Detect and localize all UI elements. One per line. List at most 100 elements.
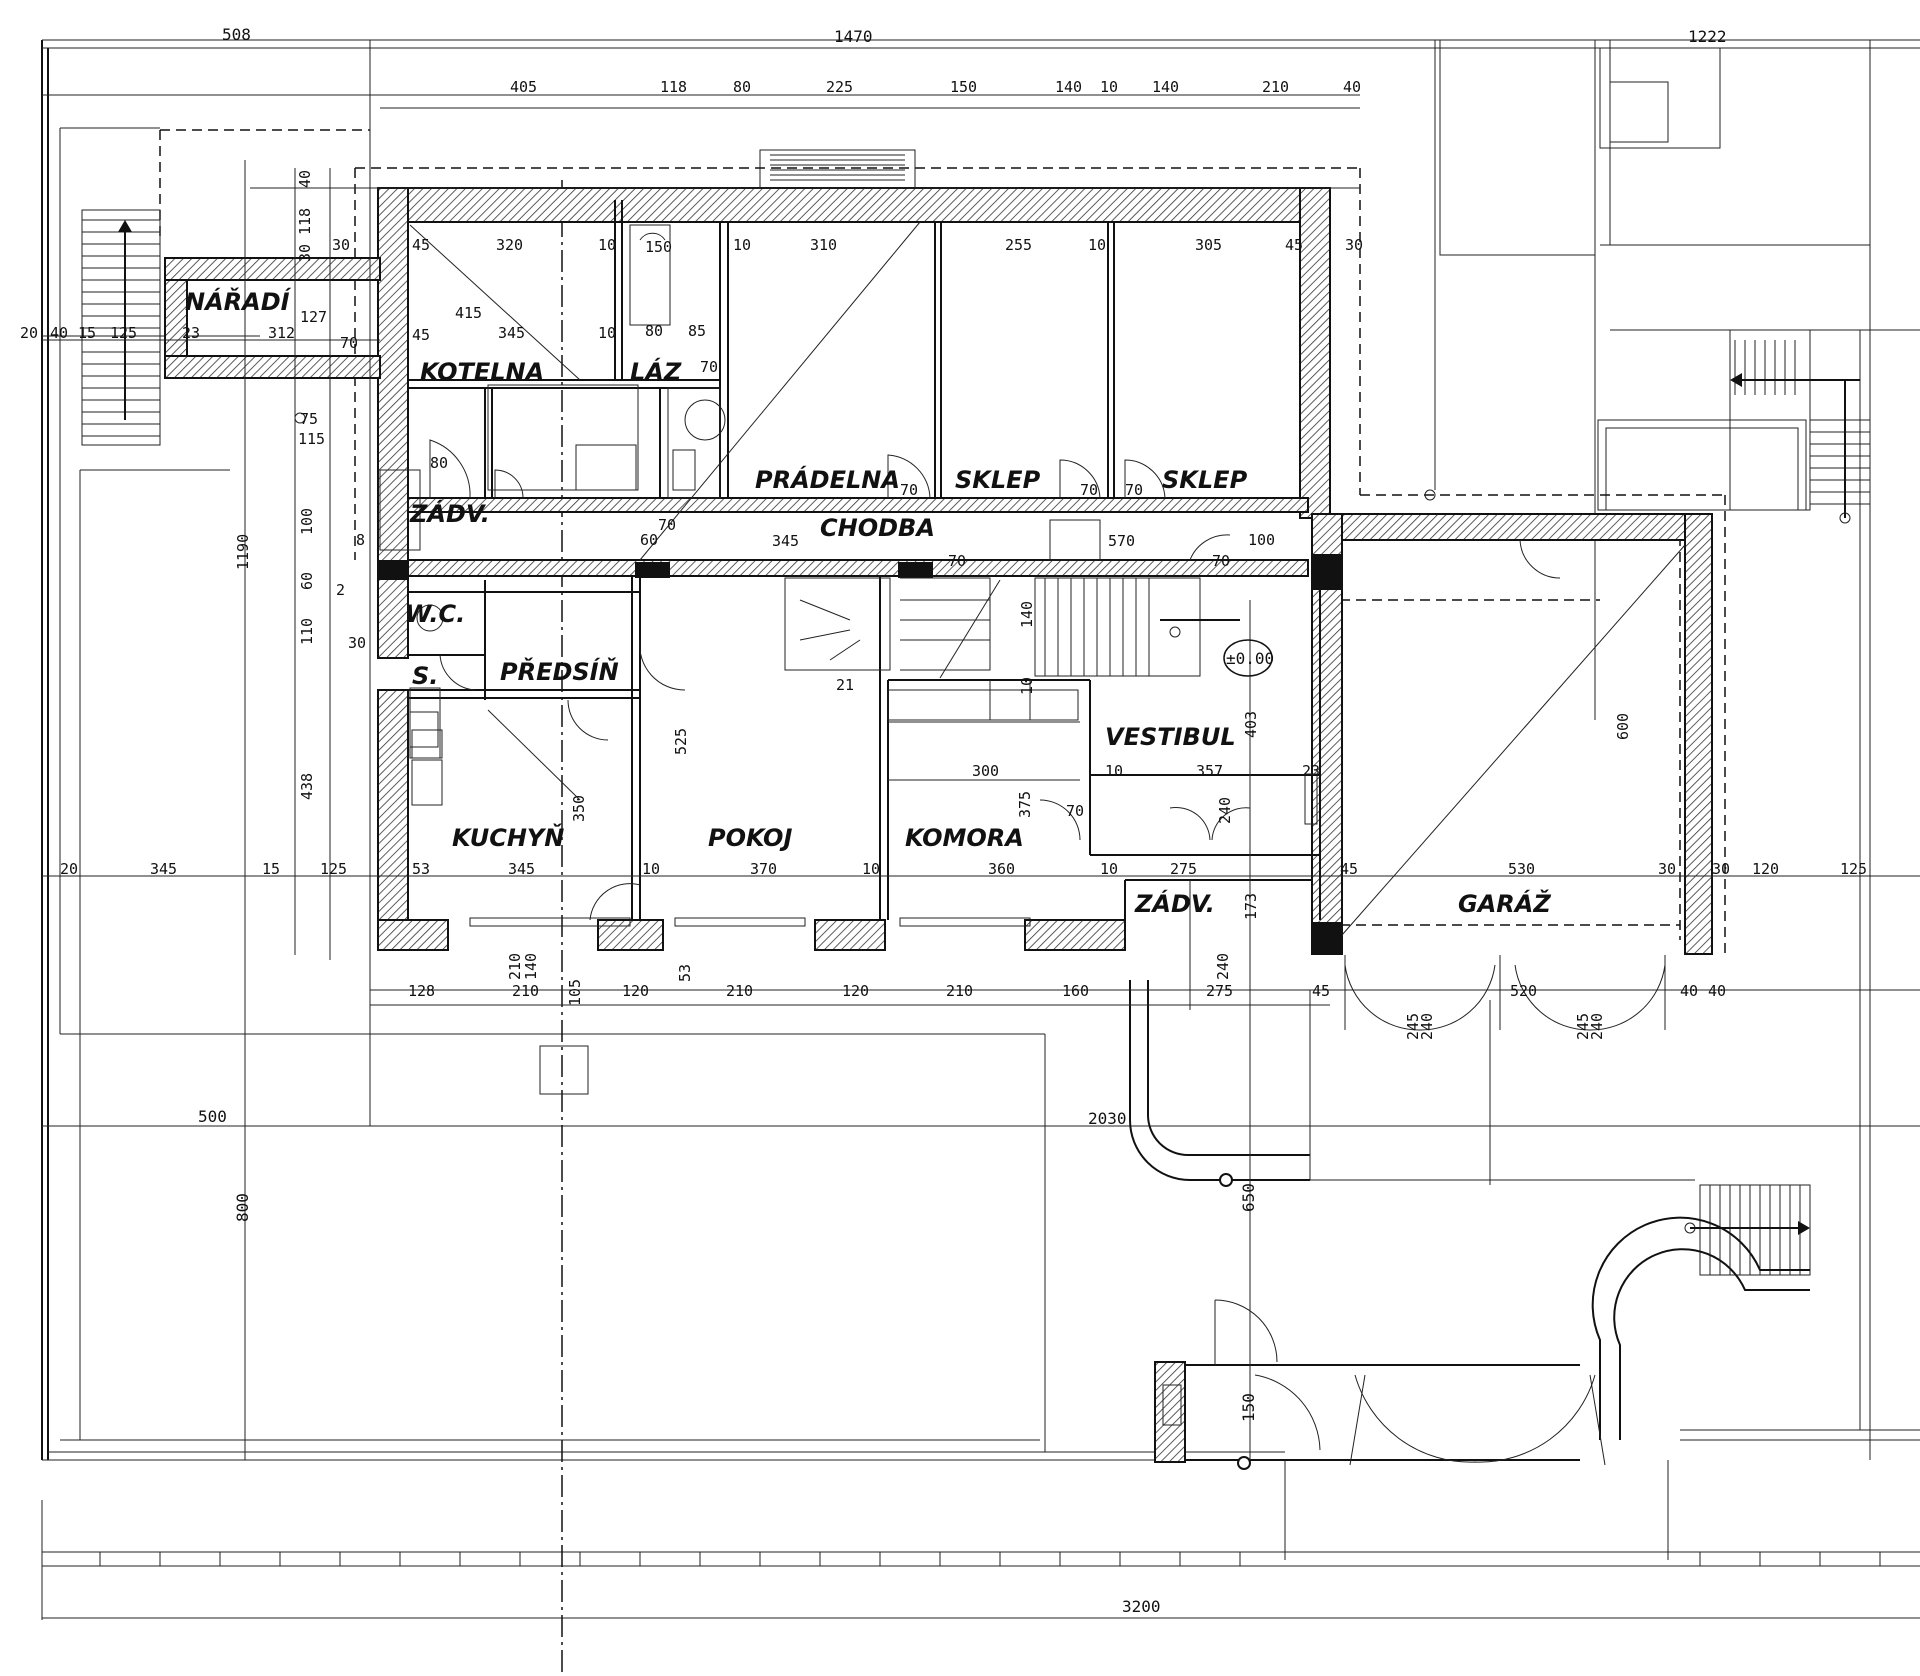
room-label-pradelna: PRÁDELNA <box>755 465 900 494</box>
dim-bot-13: 40 <box>1708 982 1726 1000</box>
room-label-zadv-1: ZÁDV. <box>409 499 490 528</box>
dim-bot-6: 210 <box>726 982 753 1000</box>
dim-in-9: 70 <box>900 481 918 499</box>
dim-stair-3: 10 <box>1018 677 1036 695</box>
dim-in-4: 85 <box>688 322 706 340</box>
facade-strip <box>41 1552 1881 1566</box>
dim-r3-6: 310 <box>810 236 837 254</box>
right-stair-top <box>1729 329 1870 518</box>
room-labels: NÁŘADÍ KOTELNA LÁZ PRÁDELNA SKLEP SKLEP … <box>185 286 1551 918</box>
dim-top-2: 1470 <box>834 27 873 46</box>
dim-bot-1: 128 <box>408 982 435 1000</box>
dim-ko-2: 415 <box>455 304 482 322</box>
dim-mid-1: 20 <box>60 860 78 878</box>
dim-mid-4: 125 <box>320 860 347 878</box>
room-label-laz: LÁZ <box>630 357 682 386</box>
dim-r2-10: 40 <box>1343 78 1361 96</box>
level-mark: ±0.00 <box>1226 649 1274 668</box>
dim-mid-14: 530 <box>1508 860 1535 878</box>
dim-door-7: 245 <box>1574 1013 1592 1040</box>
dim-r2-5: 150 <box>950 78 977 96</box>
dim-left-2: 40 <box>50 324 68 342</box>
room-label-komora: KOMORA <box>905 824 1024 852</box>
dim-mid-13: 45 <box>1340 860 1358 878</box>
dim-r3-2: 320 <box>496 236 523 254</box>
dim-r2-7: 10 <box>1100 78 1118 96</box>
dim-ch-1: 345 <box>772 532 799 550</box>
room-label-zadv-2: ZÁDV. <box>1134 889 1215 918</box>
dim-room-7: 600 <box>1614 713 1632 740</box>
dim-in-3: 80 <box>645 322 663 340</box>
dim-r2-2: 118 <box>660 78 687 96</box>
dim-r3-4: 150 <box>645 238 672 256</box>
dim-mid-16: 30 <box>1712 860 1730 878</box>
room-label-naradi: NÁŘADÍ <box>185 286 292 316</box>
dim-room-1: 300 <box>972 762 999 780</box>
interior-partitions <box>408 200 1321 950</box>
dim-stair-1: 21 <box>836 676 854 694</box>
left-stair <box>81 209 161 446</box>
dimension-lines <box>42 40 1920 1460</box>
dim-ko-5: 127 <box>300 308 327 326</box>
dim-in-7: 115 <box>298 430 325 448</box>
dim-room-3: 23 <box>1302 762 1320 780</box>
dim-stair-5: 70 <box>948 552 966 570</box>
dim-r3-10: 45 <box>1285 236 1303 254</box>
dim-mid-15: 30 <box>1658 860 1676 878</box>
dim-left-4: 125 <box>110 324 137 342</box>
dim-door-3: 240 <box>1214 953 1232 980</box>
dim-bot-8: 210 <box>946 982 973 1000</box>
room-label-predsin: PŘEDSÍŇ <box>500 656 619 686</box>
dim-ch-3: 70 <box>658 516 676 534</box>
dim-left-6: 118 <box>296 208 314 235</box>
dim-site-1: 500 <box>198 1107 227 1126</box>
dim-in-5: 70 <box>700 358 718 376</box>
dim-r3-8: 10 <box>1088 236 1106 254</box>
room-label-vestibul: VESTIBUL <box>1105 723 1236 751</box>
entrance-path <box>1129 980 1695 1470</box>
dim-bot-11: 520 <box>1510 982 1537 1000</box>
dim-r3-11: 30 <box>1345 236 1363 254</box>
dim-ko-4: 312 <box>268 324 295 342</box>
dim-stair-4: 70 <box>1066 802 1084 820</box>
dim-left-14: 30 <box>348 634 366 652</box>
dim-in-6: 75 <box>300 410 318 428</box>
building-walls <box>164 187 1713 955</box>
dim-ko-6: 70 <box>340 334 358 352</box>
dim-mid-7: 10 <box>642 860 660 878</box>
room-label-sklep-1: SKLEP <box>955 466 1041 494</box>
dim-door-6: 240 <box>1418 1013 1436 1040</box>
dim-mid-9: 10 <box>862 860 880 878</box>
right-stair-bottom <box>1591 1184 1811 1440</box>
dim-in-10: 70 <box>1080 481 1098 499</box>
room-diagonals <box>409 221 1686 936</box>
dim-left-13: 2 <box>336 581 345 599</box>
room-label-sklep-2: SKLEP <box>1162 466 1248 494</box>
dim-left-8: 30 <box>332 236 350 254</box>
dim-mid-17: 120 <box>1752 860 1779 878</box>
dim-r3-3: 10 <box>598 236 616 254</box>
dim-room-10: 1190 <box>234 534 252 570</box>
dim-r2-8: 140 <box>1152 78 1179 96</box>
dim-bot-2: 210 <box>512 982 539 1000</box>
dim-door-8: 240 <box>1588 1013 1606 1040</box>
dim-site-5: 150 <box>1239 1393 1258 1422</box>
dim-stair-2: 140 <box>1018 601 1036 628</box>
dim-door-5: 245 <box>1404 1013 1422 1040</box>
dim-room-5: 350 <box>570 795 588 822</box>
dim-site-4: 650 <box>1239 1183 1258 1212</box>
dim-left-5: 40 <box>296 170 314 188</box>
dim-r2-3: 80 <box>733 78 751 96</box>
dim-left-1: 20 <box>20 324 38 342</box>
dim-r2-4: 225 <box>826 78 853 96</box>
dim-mid-6: 345 <box>508 860 535 878</box>
dimension-numbers: 508 1470 1222 405 118 80 225 150 140 10 … <box>20 25 1867 1616</box>
dim-room-4: 525 <box>672 728 690 755</box>
room-label-pokoj: POKOJ <box>708 824 792 852</box>
room-label-s: S. <box>412 662 438 690</box>
dim-room-8: 375 <box>1016 791 1034 818</box>
dim-r3-7: 255 <box>1005 236 1032 254</box>
dim-mid-10: 360 <box>988 860 1015 878</box>
